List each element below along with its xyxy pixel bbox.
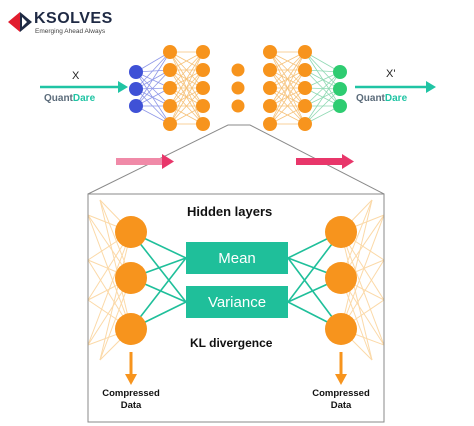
input-node	[129, 82, 143, 96]
network-edge	[304, 51, 341, 107]
network-edge	[169, 69, 204, 125]
logo-tagline: Emerging Ahead Always	[35, 28, 106, 35]
input-node	[129, 99, 143, 113]
variance-label: Variance	[207, 294, 267, 311]
background-edge	[99, 199, 132, 330]
network-edge	[135, 51, 171, 90]
network-edge	[169, 51, 204, 125]
right-compressed-label: Compressed Data	[301, 388, 381, 412]
input-label: X	[72, 70, 80, 82]
decoder-flow-arrow	[296, 154, 354, 169]
encoder-node	[196, 99, 210, 113]
logo-wordmark: KSOLVES	[34, 10, 113, 27]
decoder-node	[263, 81, 277, 95]
decoder-node	[263, 117, 277, 131]
output-brand-quant: Quant	[356, 93, 385, 104]
decoder-node	[263, 63, 277, 77]
left-compressed-label: Compressed Data	[91, 388, 171, 412]
network-edge	[135, 69, 171, 107]
top-network-nodes	[129, 45, 347, 131]
detail-network-nodes	[115, 216, 357, 345]
detail-encoder-node	[115, 216, 147, 248]
encoder-node	[163, 45, 177, 59]
encoder-node	[163, 99, 177, 113]
network-edge	[269, 51, 306, 107]
decoder-node	[263, 99, 277, 113]
latent-node	[231, 63, 245, 77]
network-edge	[269, 51, 306, 89]
network-edge	[269, 69, 306, 125]
decoder-node	[298, 99, 312, 113]
output-brand-dare: Dare	[384, 93, 408, 104]
detail-decoder-node	[325, 216, 357, 248]
encoder-node	[163, 117, 177, 131]
mean-label: Mean	[218, 250, 256, 267]
mean-box	[186, 242, 288, 274]
network-edge	[269, 87, 306, 125]
output-node	[333, 99, 347, 113]
network-edge	[135, 71, 171, 107]
kl-divergence-label: KL divergence	[190, 336, 273, 350]
decoder-node	[263, 45, 277, 59]
decoder-node	[298, 45, 312, 59]
decoder-node	[298, 63, 312, 77]
output-label: X'	[386, 68, 396, 80]
right-compressed-line1: Compressed	[312, 388, 370, 399]
decoder-node	[298, 81, 312, 95]
network-edge	[169, 51, 204, 89]
background-edge	[340, 199, 373, 330]
encoder-node	[163, 63, 177, 77]
background-edge	[340, 214, 385, 330]
network-edge	[135, 51, 171, 107]
latent-node	[231, 81, 245, 95]
hidden-layers-title: Hidden layers	[187, 204, 273, 219]
detail-panel	[87, 193, 385, 423]
network-edge	[304, 69, 341, 107]
left-compressed-arrow	[125, 352, 137, 385]
detail-encoder-node	[115, 313, 147, 345]
encoder-node	[196, 63, 210, 77]
encoder-node	[196, 81, 210, 95]
latent-node	[231, 99, 245, 113]
input-arrow	[40, 81, 128, 93]
encoder-node	[196, 45, 210, 59]
right-compressed-arrow	[335, 352, 347, 385]
network-edge	[169, 87, 204, 125]
input-brand-quant: Quant	[44, 93, 73, 104]
detail-decoder-node	[325, 262, 357, 294]
input-brand-dare: Dare	[72, 93, 96, 104]
left-compressed-line1: Compressed	[102, 388, 160, 399]
detail-encoder-node	[115, 262, 147, 294]
detail-decoder-node	[325, 313, 357, 345]
network-edge	[304, 88, 341, 125]
variance-box	[186, 286, 288, 318]
network-edge	[135, 71, 171, 125]
input-node	[129, 65, 143, 79]
encoder-node	[163, 81, 177, 95]
output-arrow	[355, 81, 436, 93]
input-brand: QuantDare	[44, 93, 95, 104]
output-node	[333, 65, 347, 79]
output-node	[333, 82, 347, 96]
encoder-flow-arrow	[116, 154, 174, 169]
network-edge	[304, 71, 341, 125]
network-edge	[304, 51, 341, 90]
network-edge	[269, 51, 306, 125]
background-edge	[87, 214, 132, 330]
network-edge	[135, 88, 171, 125]
decoder-node	[298, 117, 312, 131]
output-brand: QuantDare	[356, 93, 407, 104]
network-edge	[169, 51, 204, 107]
left-compressed-line2: Data	[120, 400, 142, 411]
ksolves-logo-icon	[8, 12, 32, 32]
encoder-node	[196, 117, 210, 131]
network-edge	[304, 71, 341, 107]
right-compressed-line2: Data	[330, 400, 352, 411]
